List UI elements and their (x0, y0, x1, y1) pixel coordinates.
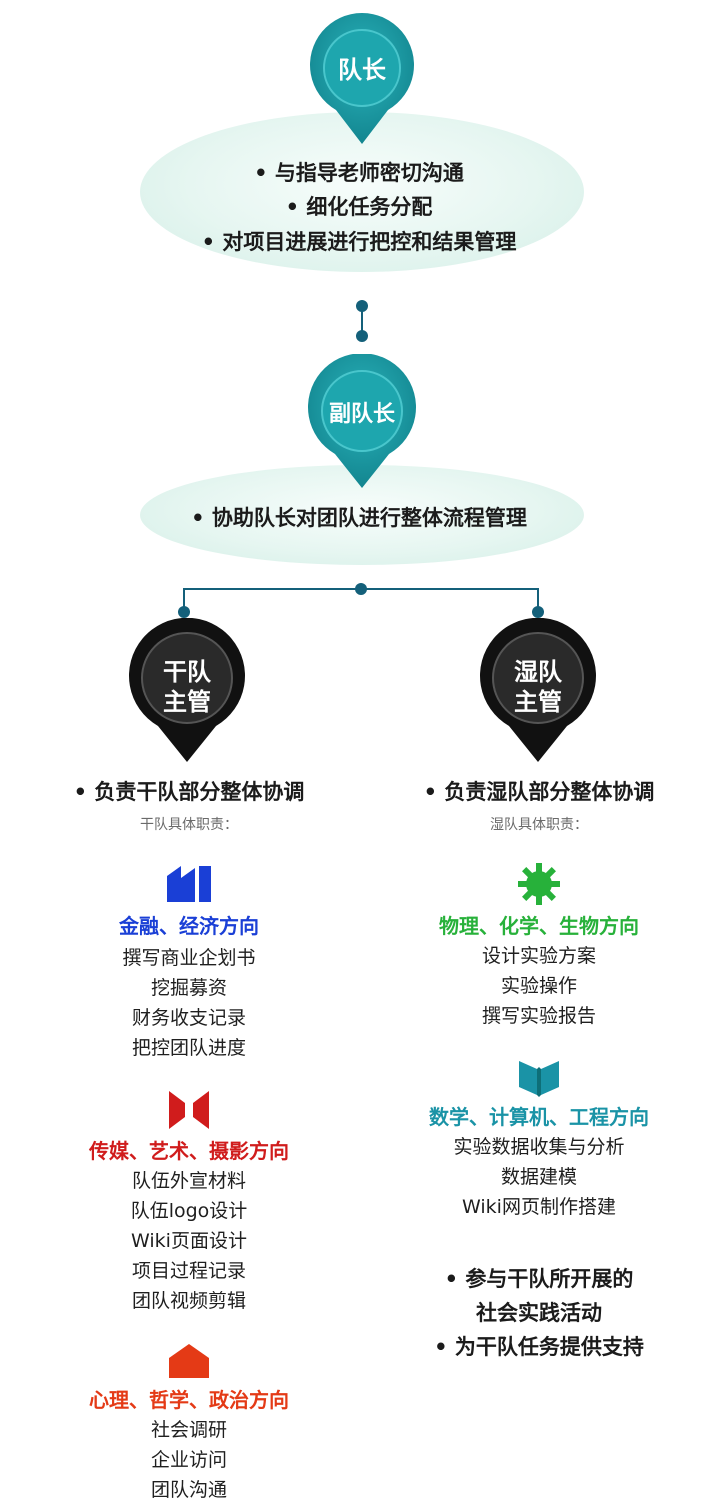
wet-duty: • 负责湿队部分整体协调 (423, 780, 655, 804)
wet-science-item: 实验操作 (500, 975, 577, 997)
dry-team-label-2: 主管 (163, 688, 211, 716)
dry-note: 干队具体职责： (140, 817, 238, 833)
dry-media-item: 队伍外宣材料 (131, 1170, 246, 1192)
dry-team-label-1: 干队 (163, 658, 211, 686)
gear-icon (518, 863, 560, 905)
wet-team-label-1: 湿队 (514, 658, 562, 686)
vice-captain-duty-1: • 协助队长对团队进行整体流程管理 (191, 506, 527, 530)
wet-team-pin: 湿队 主管 (479, 617, 597, 766)
captain-label: 队长 (338, 56, 386, 84)
dry-media-item: 队伍logo设计 (130, 1200, 248, 1222)
dry-group-finance-title: 金融、经济方向 (119, 914, 259, 938)
captain-duty-2: • 细化任务分配 (285, 195, 433, 219)
captain-pin: 队长 (306, 12, 418, 148)
dry-media-item: Wiki页面设计 (131, 1230, 247, 1252)
dry-team-pin: 干队 主管 (128, 617, 246, 766)
wet-engineering-item: 实验数据收集与分析 (453, 1136, 625, 1158)
wet-note: 湿队具体职责： (490, 817, 588, 833)
dry-finance-item: 撰写商业企划书 (122, 947, 256, 969)
dry-finance-item: 挖掘募资 (150, 977, 227, 999)
wet-group-science-title: 物理、化学、生物方向 (439, 914, 639, 938)
dry-group-media: 传媒、艺术、摄影方向 队伍外宣材料 队伍logo设计 Wiki页面设计 项目过程… (30, 1089, 348, 1316)
dry-group-psychology: 心理、哲学、政治方向 社会调研 企业访问 团队沟通 (30, 1342, 348, 1505)
factory-icon (167, 866, 211, 902)
captain-duty-3: • 对项目进展进行把控和结果管理 (201, 230, 517, 254)
wet-science-item: 设计实验方案 (481, 945, 596, 967)
dry-finance-item: 把控团队进度 (131, 1037, 246, 1059)
wet-extra-line: 社会实践活动 (476, 1301, 602, 1325)
wet-column: • 负责湿队部分整体协调 湿队具体职责： 物理、化学、生物方向 设计实验方案 实… (380, 776, 698, 1364)
wet-extra-line: • 为干队任务提供支持 (434, 1335, 644, 1359)
vice-captain-pin: 副队长 (304, 353, 420, 492)
wet-extra-line: • 参与干队所开展的 (444, 1267, 634, 1291)
connector-branch (178, 583, 544, 618)
dry-psychology-item: 团队沟通 (150, 1479, 227, 1501)
wet-engineering-item: 数据建模 (500, 1166, 577, 1188)
house-icon (169, 1344, 209, 1378)
captain-duty-1: • 与指导老师密切沟通 (254, 161, 464, 185)
book-icon (519, 1061, 559, 1097)
dry-duty: • 负责干队部分整体协调 (73, 780, 305, 804)
wet-group-engineering: 数学、计算机、工程方向 实验数据收集与分析 数据建模 Wiki网页制作搭建 (380, 1057, 698, 1222)
wet-engineering-item: Wiki网页制作搭建 (462, 1196, 616, 1218)
dry-finance-item: 财务收支记录 (131, 1007, 246, 1029)
bowtie-icon (169, 1091, 209, 1129)
dry-column: • 负责干队部分整体协调 干队具体职责： 金融、经济方向 撰写商业企划书 挖掘募… (30, 776, 348, 1505)
wet-group-engineering-title: 数学、计算机、工程方向 (429, 1105, 649, 1129)
dry-psychology-item: 社会调研 (150, 1419, 227, 1441)
wet-group-science: 物理、化学、生物方向 设计实验方案 实验操作 撰写实验报告 (380, 862, 698, 1031)
wet-extra-duties: • 参与干队所开展的 社会实践活动 • 为干队任务提供支持 (380, 1262, 698, 1364)
dry-group-media-title: 传媒、艺术、摄影方向 (89, 1139, 289, 1163)
dry-group-finance: 金融、经济方向 撰写商业企划书 挖掘募资 财务收支记录 把控团队进度 (30, 864, 348, 1063)
vice-captain-label: 副队长 (328, 402, 395, 427)
dry-group-psychology-title: 心理、哲学、政治方向 (89, 1388, 289, 1412)
dry-media-item: 项目过程记录 (131, 1260, 246, 1282)
dry-psychology-item: 企业访问 (150, 1449, 227, 1471)
wet-science-item: 撰写实验报告 (481, 1005, 596, 1027)
dry-media-item: 团队视频剪辑 (131, 1290, 246, 1312)
connector-captain-vice (356, 300, 368, 342)
wet-team-label-2: 主管 (514, 688, 562, 716)
